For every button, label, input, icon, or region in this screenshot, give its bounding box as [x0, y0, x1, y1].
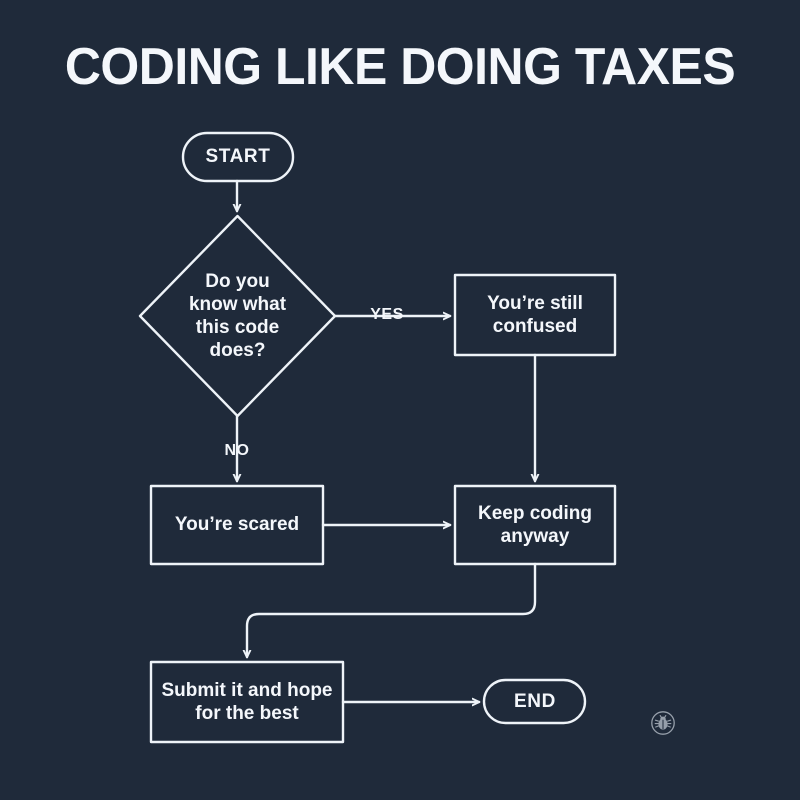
node-scared-shape: [149, 484, 325, 566]
node-start-shape: [181, 131, 295, 183]
page-title: CODING LIKE DOING TAXES: [64, 38, 736, 96]
bug-icon: [651, 711, 675, 735]
node-confused-shape: [453, 273, 617, 357]
node-submit-shape: [149, 660, 345, 744]
node-end-shape: [482, 678, 587, 725]
node-decision-shape: [138, 214, 337, 418]
node-keep-shape: [453, 484, 617, 566]
edge-keep-to-submit: [247, 562, 537, 657]
